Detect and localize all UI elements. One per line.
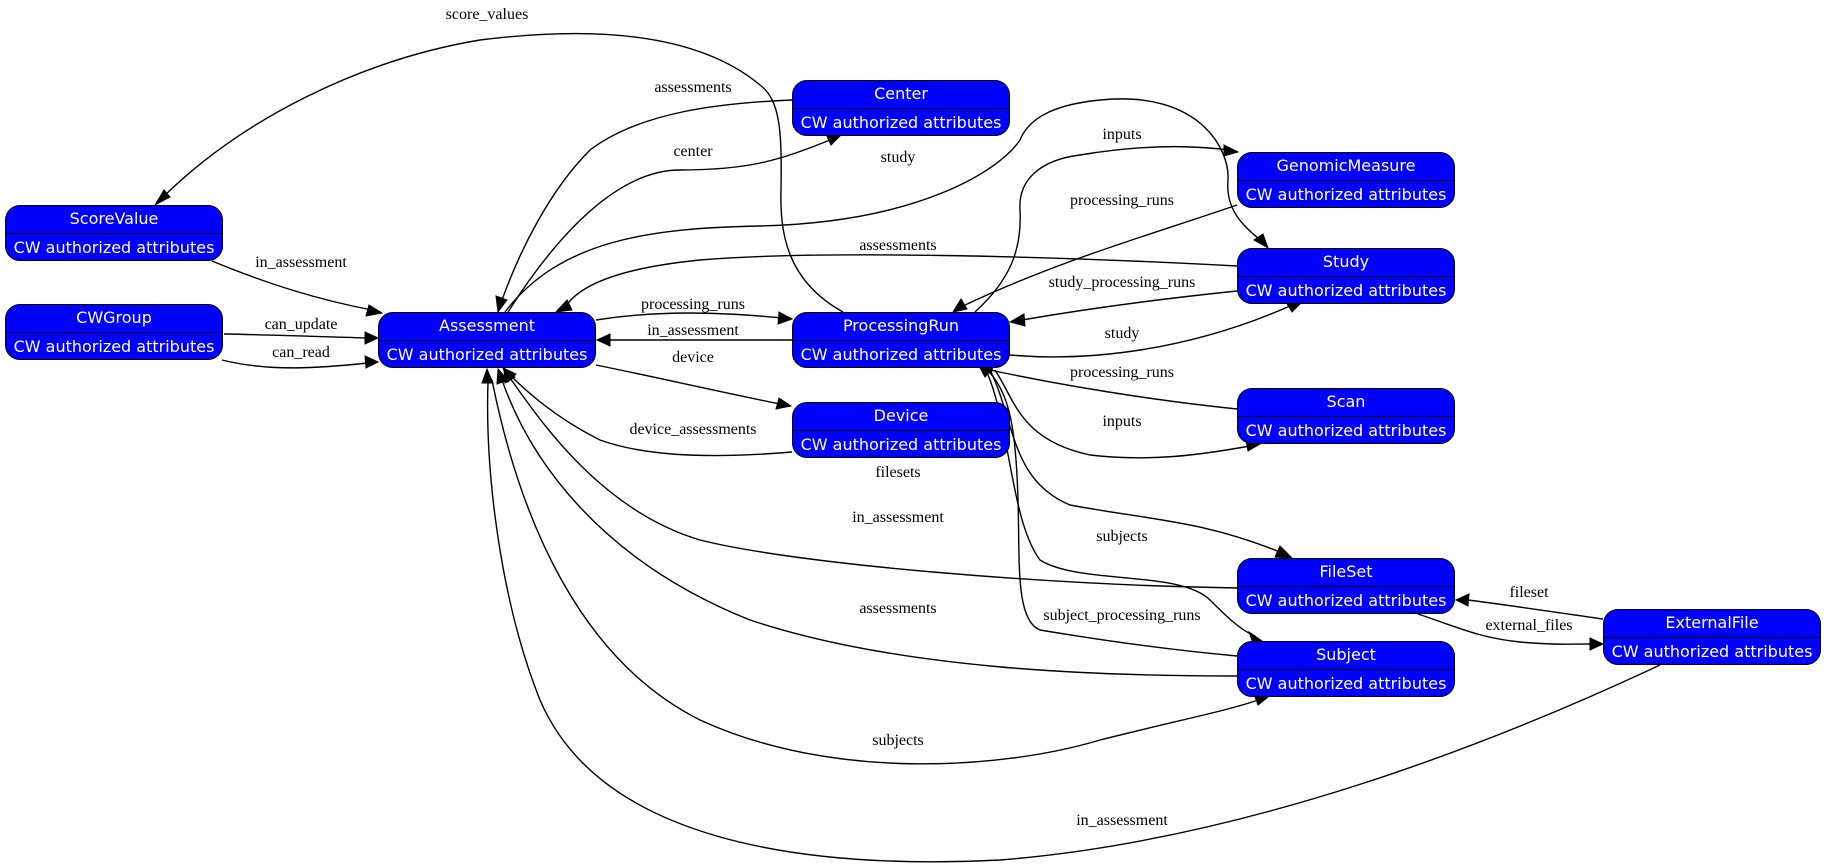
edge-label: processing_runs <box>641 296 745 313</box>
edge-label: study <box>1105 325 1140 342</box>
edge-fileset-assessment[interactable]: in_assessment <box>503 366 1238 589</box>
node-title: Device <box>793 403 1009 431</box>
edge-externalfile-fileset[interactable]: fileset <box>1454 584 1604 620</box>
node-attributes: CW authorized attributes <box>1611 642 1813 661</box>
edge-subject-processingrun[interactable]: subject_processing_runs <box>976 362 1238 657</box>
edge-label: inputs <box>1102 413 1141 430</box>
edge-label: subjects <box>1096 528 1148 545</box>
node-attributes: CW authorized attributes <box>800 435 1002 454</box>
node-externalfile[interactable]: ExternalFile CW authorized attributes <box>1603 609 1821 665</box>
edge-label: processing_runs <box>1070 364 1174 381</box>
edge-study-processingrun[interactable]: study_processing_runs <box>1008 274 1238 327</box>
edge-processingrun-fileset[interactable]: filesets <box>875 369 1294 559</box>
edge-label: fileset <box>1509 584 1549 601</box>
node-attributes: CW authorized attributes <box>386 345 588 364</box>
node-title: CWGroup <box>6 305 222 333</box>
edge-fileset-externalfile[interactable]: external_files <box>1417 613 1605 651</box>
edge-assessment-study[interactable]: study <box>504 98 1269 313</box>
edge-label: in_assessment <box>852 509 944 526</box>
edge-label: filesets <box>875 464 920 481</box>
edge-label: device_assessments <box>629 421 756 438</box>
node-title: Scan <box>1238 389 1454 417</box>
edge-cwgroup-can-update[interactable]: can_update <box>223 316 380 345</box>
edge-label: assessments <box>654 79 731 96</box>
node-attributes: CW authorized attributes <box>1245 421 1447 440</box>
edge-label: inputs <box>1102 126 1141 143</box>
edge-cwgroup-can-read[interactable]: can_read <box>221 344 380 369</box>
edge-label: processing_runs <box>1070 192 1174 209</box>
edge-device-assessment[interactable]: device_assessments <box>502 367 793 457</box>
edge-processingrun-scan[interactable]: inputs <box>994 369 1262 459</box>
node-processingrun[interactable]: ProcessingRun CW authorized attributes <box>792 312 1010 368</box>
edge-externalfile-assessment[interactable]: in_assessment <box>481 367 1661 863</box>
node-attributes: CW authorized attributes <box>1245 281 1447 300</box>
node-subject[interactable]: Subject CW authorized attributes <box>1237 641 1455 697</box>
node-title: Subject <box>1238 642 1454 670</box>
edge-label: assessments <box>859 237 936 254</box>
edge-processingrun-subject[interactable]: subjects <box>984 367 1264 644</box>
edge-label: in_assessment <box>255 254 347 271</box>
node-title: GenomicMeasure <box>1238 153 1454 181</box>
node-study[interactable]: Study CW authorized attributes <box>1237 248 1455 304</box>
edge-label: in_assessment <box>647 322 739 339</box>
edge-assessment-center[interactable]: center <box>507 133 842 313</box>
node-title: ExternalFile <box>1604 610 1820 638</box>
node-center[interactable]: Center CW authorized attributes <box>792 80 1010 136</box>
node-genomicmeasure[interactable]: GenomicMeasure CW authorized attributes <box>1237 152 1455 208</box>
edge-processingrun-study[interactable]: study <box>1009 301 1302 358</box>
edge-assessment-device[interactable]: device <box>595 349 793 410</box>
node-scorevalue[interactable]: ScoreValue CW authorized attributes <box>5 205 223 261</box>
edge-assessment-subject[interactable]: subjects <box>491 379 1270 765</box>
node-title: Study <box>1238 249 1454 277</box>
edge-genomicmeasure-processingrun[interactable]: processing_runs <box>951 192 1238 313</box>
edge-label: subjects <box>872 732 924 749</box>
edge-assessment-processingrun[interactable]: processing_runs <box>595 296 794 325</box>
node-attributes: CW authorized attributes <box>800 113 1002 132</box>
edge-processingrun-inputs-genomicmeasure[interactable]: inputs <box>974 126 1240 313</box>
edge-label: center <box>673 143 713 160</box>
edge-study-assessments[interactable]: assessments <box>554 237 1238 313</box>
edge-label: device <box>672 349 714 366</box>
node-attributes: CW authorized attributes <box>13 337 215 356</box>
edge-scan-processingrun[interactable]: processing_runs <box>980 362 1238 410</box>
edge-scorevalue-assessment[interactable]: in_assessment <box>211 254 384 317</box>
edge-label: study_processing_runs <box>1049 274 1196 291</box>
node-attributes: CW authorized attributes <box>1245 591 1447 610</box>
node-attributes: CW authorized attributes <box>1245 185 1447 204</box>
edge-score-values[interactable]: score_values <box>153 6 844 313</box>
node-title: Assessment <box>379 313 595 341</box>
node-cwgroup[interactable]: CWGroup CW authorized attributes <box>5 304 223 360</box>
edge-label: study <box>881 149 916 166</box>
node-scan[interactable]: Scan CW authorized attributes <box>1237 388 1455 444</box>
edge-center-assessments[interactable]: assessments <box>495 79 793 314</box>
edge-label: subject_processing_runs <box>1043 607 1200 624</box>
edge-label: assessments <box>859 600 936 617</box>
node-title: FileSet <box>1238 559 1454 587</box>
node-title: Center <box>793 81 1009 109</box>
node-fileset[interactable]: FileSet CW authorized attributes <box>1237 558 1455 614</box>
edge-label: in_assessment <box>1076 812 1168 829</box>
node-attributes: CW authorized attributes <box>13 238 215 257</box>
node-title: ScoreValue <box>6 206 222 234</box>
edge-label: score_values <box>446 6 529 23</box>
node-attributes: CW authorized attributes <box>800 345 1002 364</box>
edge-processingrun-assessment[interactable]: in_assessment <box>595 322 792 347</box>
edge-subject-assessments[interactable]: assessments <box>496 367 1238 677</box>
node-attributes: CW authorized attributes <box>1245 674 1447 693</box>
node-assessment[interactable]: Assessment CW authorized attributes <box>378 312 596 368</box>
edge-label: external_files <box>1485 617 1572 634</box>
edge-label: can_update <box>265 316 338 333</box>
node-device[interactable]: Device CW authorized attributes <box>792 402 1010 458</box>
edge-label: can_read <box>272 344 330 361</box>
node-title: ProcessingRun <box>793 313 1009 341</box>
